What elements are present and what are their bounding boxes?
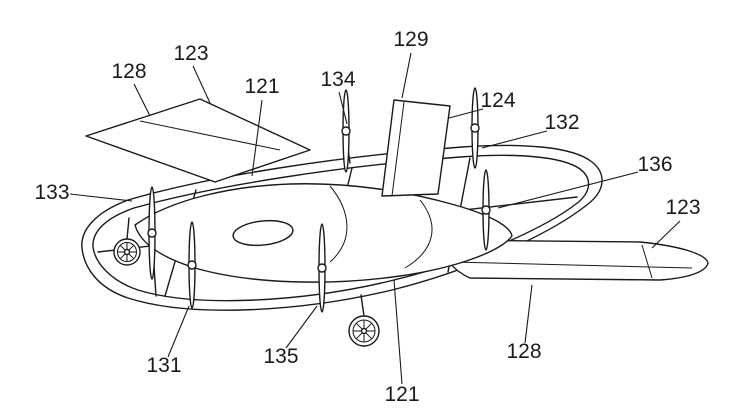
rotor-hub [147,228,157,238]
ref-label-124: 124 [480,89,515,112]
rotor-hub [481,205,491,215]
leader-132 [481,130,548,149]
right-wing [439,239,709,281]
rotor-hub [470,123,480,133]
ref-label-129: 129 [393,28,428,51]
frame-inner-rail [92,154,590,302]
ref-label-121-bottom: 121 [384,383,419,406]
canopy [232,219,294,247]
leader-134 [338,91,348,125]
leader-lines [69,52,681,385]
leader-133 [69,193,133,202]
leader-121-bottom [393,279,403,385]
landing-wheel-left [113,217,141,266]
ref-label-134: 134 [320,68,355,91]
lift-rotor-center-bottom [317,223,327,313]
lift-rotor-mid-right [481,169,491,251]
ref-label-132: 132 [544,111,579,134]
ref-label-121-top: 121 [244,75,279,98]
leader-131 [167,305,190,358]
leader-136 [497,171,639,209]
vertical-fin [381,99,451,197]
leader-128-top-left [133,83,151,117]
ref-label-128-right: 128 [506,340,541,363]
ref-label-131: 131 [146,354,181,377]
rotor-hub [341,126,351,136]
right-wing-tip-line [641,244,653,279]
ref-label-123-right: 123 [665,196,700,219]
lift-rotor-top-center [341,89,351,173]
rotor-hub [187,260,197,270]
ref-label-133: 133 [34,181,69,204]
leader-129 [401,52,412,99]
fuselage-contour-line [329,185,348,263]
leader-123-top-left [192,65,211,104]
lift-rotor-left-mid [187,221,197,309]
vertical-fin-surface [381,99,451,197]
leader-123-right [651,220,681,249]
leader-121-top [251,99,263,177]
wheel-hub [360,327,368,335]
landing-wheel-center [348,294,380,347]
fuselage-contour-line [404,199,433,269]
frame-outer-rail [81,144,603,311]
left-wing [85,98,311,183]
lift-rotor-left-front [147,186,157,297]
leader-135 [285,305,318,349]
ref-label-135: 135 [263,345,298,368]
wheel-strut [126,217,130,240]
left-wing-surface [85,98,311,183]
leader-124 [448,108,484,119]
lift-rotor-top-right [470,87,480,169]
ref-label-136: 136 [637,153,672,176]
rotor-hub [317,263,327,273]
right-wing-panel-line [451,261,693,269]
wheel-strut [360,294,365,317]
ref-label-123-top-left: 123 [173,42,208,65]
reference-labels: 128 123 121 134 129 124 132 136 133 123 … [34,28,700,406]
wheel-hub [123,248,131,256]
ref-label-128-top-left: 128 [111,60,146,83]
left-wing-panel-line [139,120,281,151]
vertical-fin-spar-line [391,101,405,197]
leader-128-right [524,284,533,344]
